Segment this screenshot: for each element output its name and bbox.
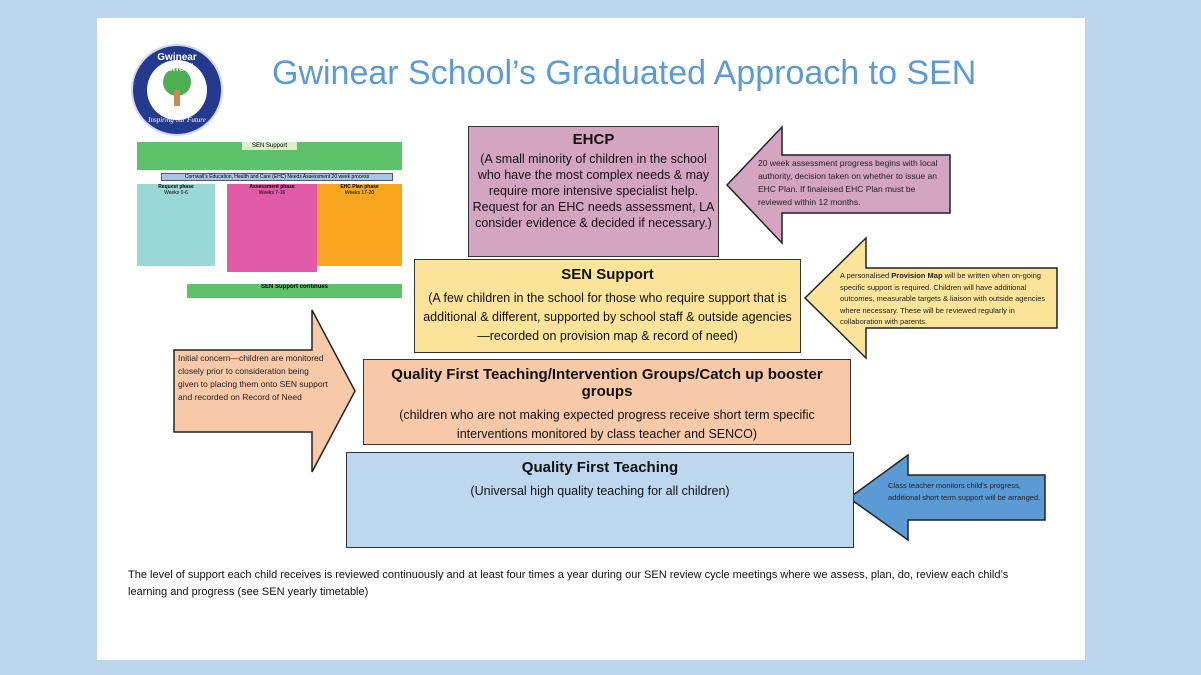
logo-name: Gwinear School <box>157 52 197 74</box>
inset-process: Cornwall’s Education, Health and Care (E… <box>161 173 393 181</box>
sen-support-box: SEN Support (A few children in the schoo… <box>414 259 801 353</box>
ehcp-note: 20 week assessment progress begins with … <box>758 158 938 207</box>
intervention-title: Quality First Teaching/Intervention Grou… <box>391 366 823 400</box>
inset-weeks-2: Weeks 7-16 <box>258 190 286 196</box>
inset-top: SEN Support <box>241 142 298 150</box>
sen-support-note: A personalised Provision Map will be wri… <box>840 270 1055 328</box>
inset-top-band: SEN Support <box>137 142 402 170</box>
sen-support-arrow <box>803 236 1058 360</box>
intervention-text: (children who are not making expected pr… <box>399 408 815 441</box>
inset-weeks-3: Weeks 17-20 <box>344 190 375 196</box>
provision-map-label: Provision Map <box>891 271 943 280</box>
ehcp-title: EHCP <box>572 131 615 148</box>
ehcp-text: (A small minority of children in the sch… <box>472 152 715 230</box>
inset-bottom: SEN Support continues <box>187 284 402 298</box>
note-post: will be written when on-going specific s… <box>840 271 1046 326</box>
footer-text: The level of support each child receives… <box>128 569 1009 598</box>
inset-phase-3: EHC Plan phase <box>340 184 379 190</box>
qft-note: Class teacher monitors child’s progress,… <box>888 481 1041 502</box>
qft-title: Quality First Teaching <box>521 459 679 476</box>
intervention-note: Initial concern—children are monitored c… <box>178 353 328 402</box>
logo-motto: Inspiring our Future <box>148 116 206 124</box>
sen-support-text: (A few children in the school for those … <box>423 291 792 343</box>
initial-concern-arrow <box>173 309 356 473</box>
inset-phase-1: Request phase <box>158 184 194 190</box>
intervention-box: Quality First Teaching/Intervention Grou… <box>363 359 851 445</box>
page-title: Gwinear School’s Graduated Approach to S… <box>272 54 977 92</box>
school-logo <box>131 44 223 136</box>
ehcp-arrow <box>725 125 951 245</box>
qft-text: (Universal high quality teaching for all… <box>470 484 730 498</box>
ehcp-box: EHCP (A small minority of children in th… <box>468 126 719 257</box>
inset-phase-2: Assessment phase <box>249 184 295 190</box>
class-teacher-arrow <box>847 453 1046 542</box>
inset-weeks-1: Weeks 0-6 <box>164 190 188 196</box>
qft-box: Quality First Teaching (Universal high q… <box>346 452 854 548</box>
process-flowchart-image: SEN Support Cornwall’s Education, Health… <box>137 142 402 300</box>
note-pre: A personalised <box>840 271 892 280</box>
sen-support-title: SEN Support <box>561 266 654 283</box>
